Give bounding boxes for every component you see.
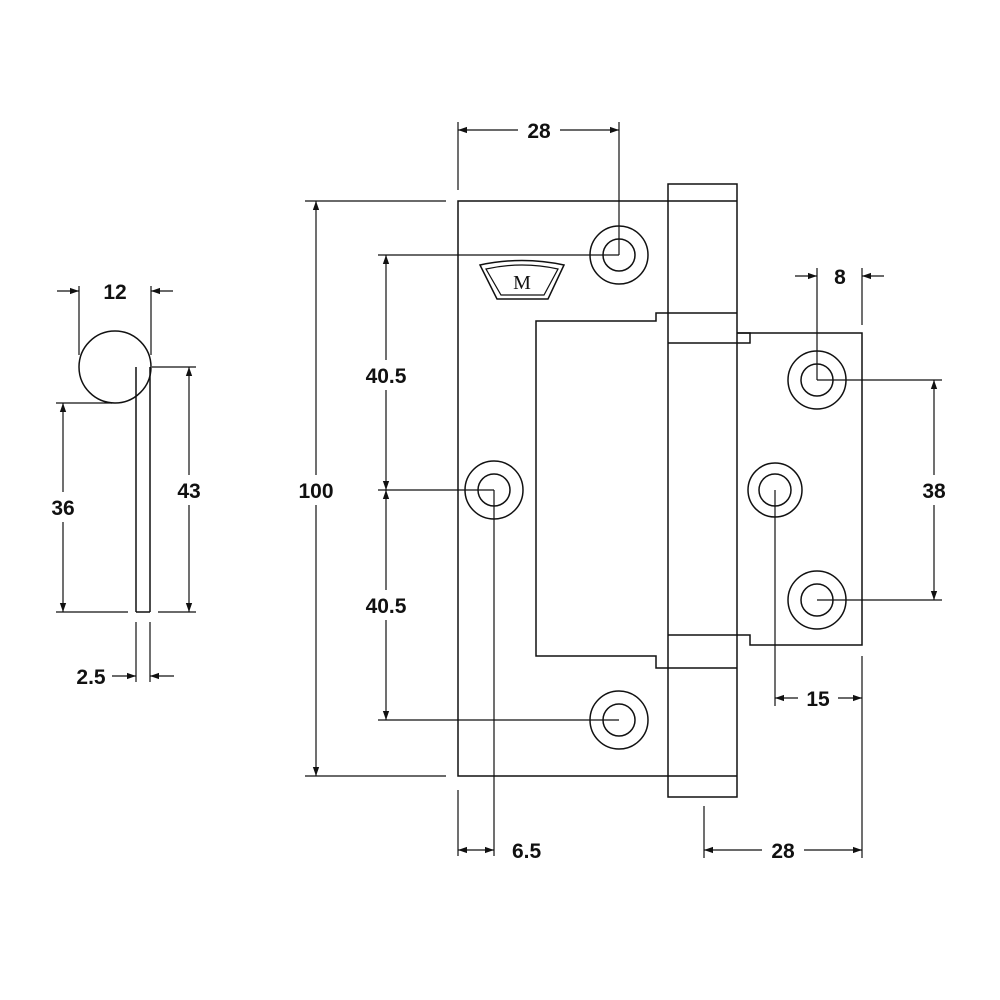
dim-text-right-hole-spacing: 38 [922, 480, 946, 503]
left-leaf-outline [457, 200, 668, 777]
dim-right-hole-offset: 15 [774, 490, 863, 858]
dim-side-knuckle-height: 43 [152, 366, 208, 613]
dim-edge-to-hole: 6.5 [457, 490, 542, 863]
dim-text-bottom-width: 28 [771, 840, 795, 863]
dim-text-right-hole-offset: 15 [806, 688, 830, 711]
dim-text-leaf-thickness: 2.5 [76, 666, 106, 689]
dim-text-edge-to-hole: 6.5 [512, 840, 542, 863]
dim-text-right-top-offset: 8 [834, 266, 846, 289]
dim-knuckle-diameter: 12 [57, 281, 173, 355]
dim-top-width: 28 [457, 116, 620, 255]
right-leaf-notch-top [737, 332, 751, 344]
dim-text-side-lower-height: 36 [51, 497, 74, 520]
dim-text-hole-to-middle-upper: 40.5 [366, 365, 407, 388]
dim-hole-spacing-left: 40.5 40.5 [358, 254, 619, 721]
front-view: M [292, 116, 954, 864]
dim-text-top-width: 28 [527, 120, 551, 143]
dim-bottom-width: 28 [703, 806, 862, 864]
knuckle-circle [78, 330, 152, 404]
side-view: 12 36 43 2.5 [44, 281, 208, 689]
dim-text-overall-height: 100 [298, 480, 333, 503]
dim-text-knuckle-diameter: 12 [103, 281, 126, 304]
left-leaf-cutout [535, 312, 668, 669]
dim-side-lower-height: 36 [44, 402, 128, 613]
brand-logo-letter: M [513, 272, 531, 294]
brand-logo: M [478, 259, 566, 300]
right-leaf-outline [737, 332, 863, 646]
dim-text-hole-to-middle-lower: 40.5 [366, 595, 407, 618]
dim-overall-height: 100 [292, 200, 446, 777]
dim-right-hole-spacing: 38 [817, 379, 954, 601]
dim-right-top-offset: 8 [795, 266, 884, 380]
dim-text-side-knuckle-height: 43 [177, 480, 200, 503]
knuckle-strip [667, 183, 738, 798]
dim-leaf-thickness: 2.5 [76, 622, 174, 689]
